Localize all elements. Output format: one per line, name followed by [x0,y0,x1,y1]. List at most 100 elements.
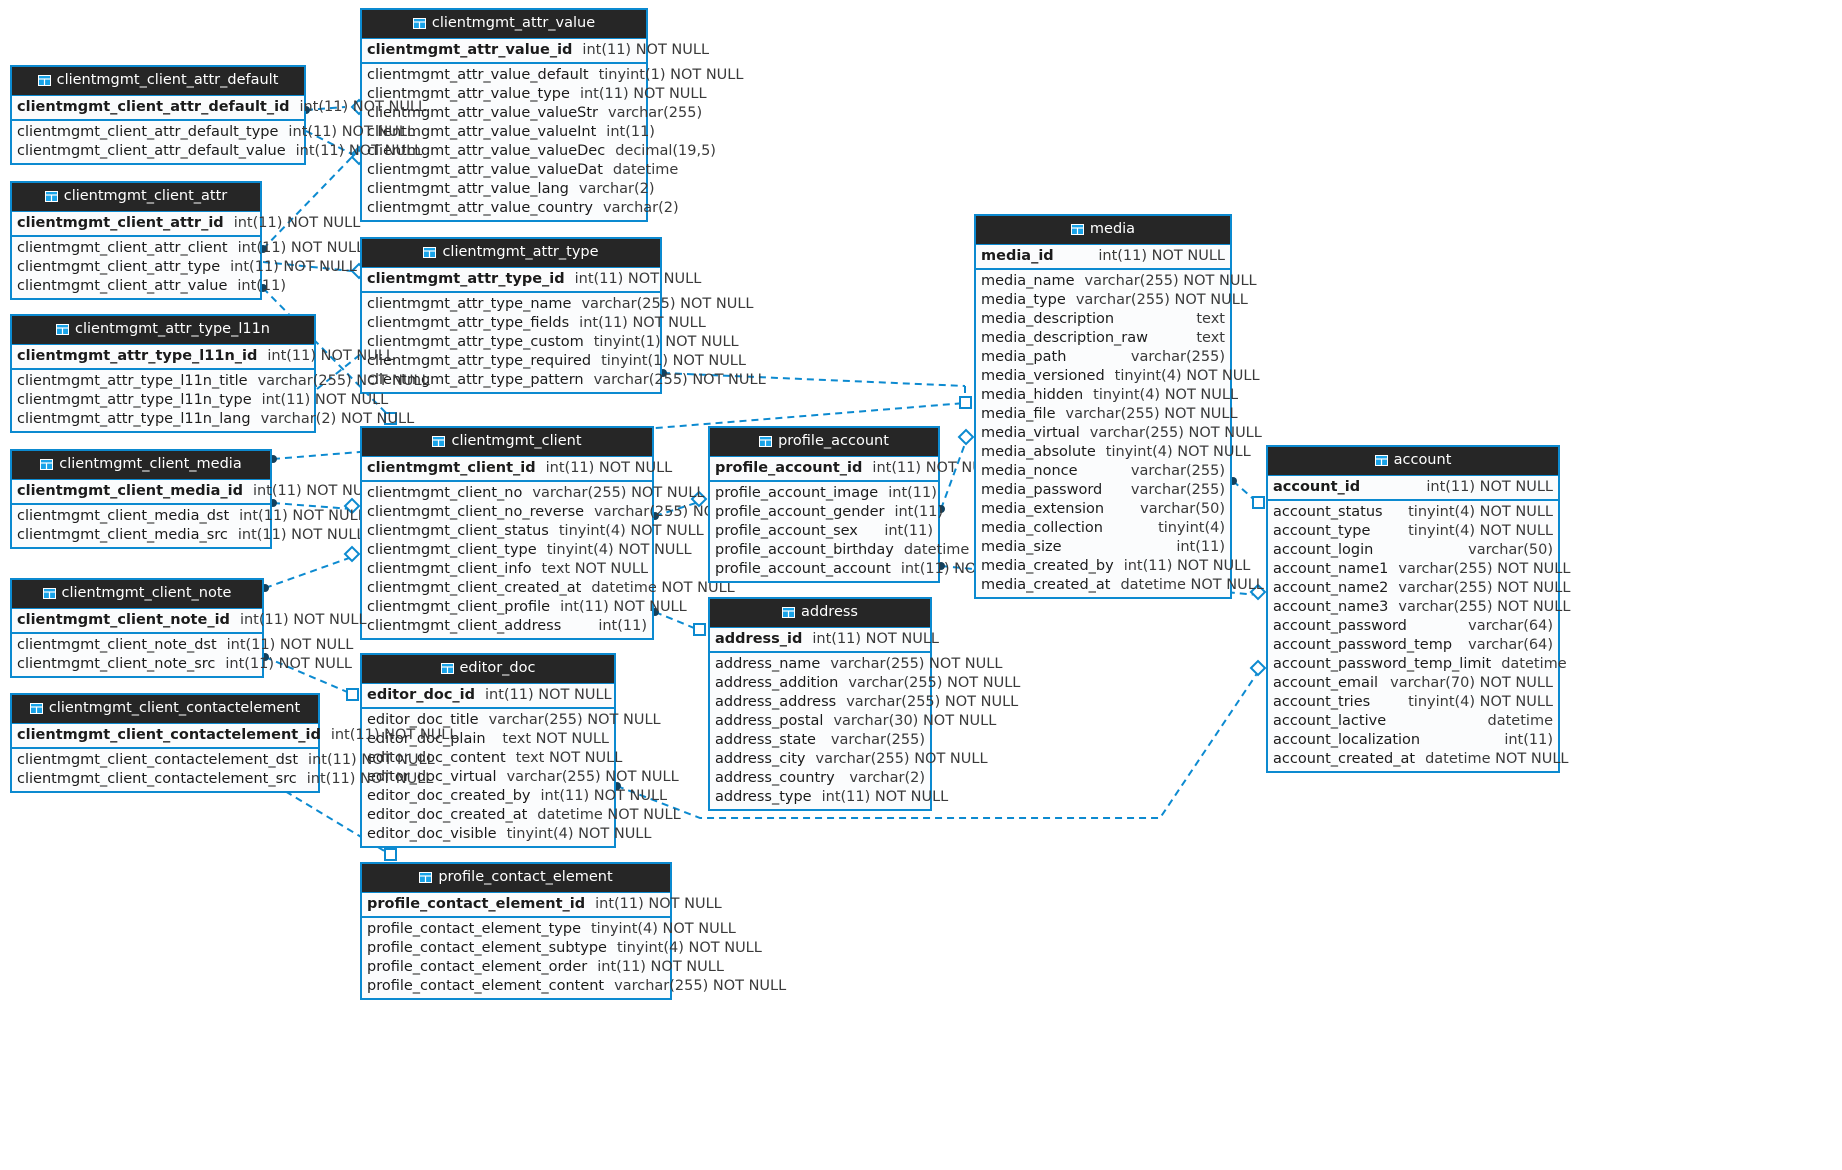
field-type: varchar(64) [1468,617,1553,634]
field-row: media_file varchar(255) NOT NULL [976,405,1238,424]
entity-table-clientmgmt_client_contactelement[interactable]: clientmgmt_client_contactelement clientm… [10,693,457,793]
field-row: media_virtual varchar(255) NOT NULL [976,424,1262,443]
field-name: editor_doc_content [367,749,506,766]
field-name: media_description_raw [981,329,1148,346]
entity-table-clientmgmt_attr_type_l11n[interactable]: clientmgmt_attr_type_l11n clientmgmt_att… [10,314,430,433]
field-type: tinyint(4) NOT NULL [1408,522,1553,539]
field-type: varchar(255) [1130,462,1225,479]
entity-table-clientmgmt_attr_value[interactable]: clientmgmt_attr_value clientmgmt_attr_va… [360,8,743,222]
entity-table-profile_contact_element[interactable]: profile_contact_element profile_contact_… [360,862,786,1000]
field-row: account_name1 varchar(255) NOT NULL [1268,560,1570,579]
field-row: clientmgmt_attr_value_valueDec decimal(1… [362,142,716,161]
field-row: media_size int(11) [976,538,1230,557]
entity-table-clientmgmt_attr_type[interactable]: clientmgmt_attr_type clientmgmt_attr_typ… [360,237,766,394]
field-name: profile_contact_element_type [367,920,581,937]
field-type: text [1196,310,1225,327]
field-name: clientmgmt_client_address [367,617,562,634]
field-type: varchar(255) NOT NULL [1398,560,1571,577]
field-row: editor_doc_content text NOT NULL [362,749,622,768]
field-name: profile_account_gender [715,503,885,520]
entity-header: clientmgmt_client_attr [12,183,260,211]
pk-field-name: clientmgmt_client_media_id [17,482,243,499]
field-type: varchar(255) NOT NULL [506,768,679,785]
field-type: int(11) NOT NULL [597,958,724,975]
field-row: editor_doc_plain text NOT NULL [362,730,614,749]
field-row: account_password varchar(64) [1268,617,1558,636]
field-row: clientmgmt_attr_value_country varchar(2) [362,199,679,218]
entity-table-clientmgmt_client_attr[interactable]: clientmgmt_client_attr clientmgmt_client… [10,181,364,300]
field-row: profile_contact_element_type tinyint(4) … [362,920,736,939]
field-row: clientmgmt_attr_type_l11n_title varchar(… [12,372,430,391]
table-icon [419,871,433,883]
field-row: profile_contact_element_subtype tinyint(… [362,939,762,958]
field-type: int(11) NOT NULL [579,85,707,102]
field-name: account_name2 [1273,579,1389,596]
field-type: varchar(255) NOT NULL [1075,291,1248,308]
field-row: address_country varchar(2) [710,769,930,788]
field-type: tinyint(1) NOT NULL [598,66,744,83]
field-type: int(11) NOT NULL [288,123,416,140]
field-name: media_collection [981,519,1103,536]
pk-field-name: clientmgmt_client_attr_default_id [17,98,290,115]
field-name: clientmgmt_attr_type_custom [367,333,584,350]
field-row: account_type tinyint(4) NOT NULL [1268,522,1558,541]
entity-header: media [976,216,1230,244]
field-row: media_nonce varchar(255) [976,462,1230,481]
entity-table-media[interactable]: media media_id int(11) NOT NULL media_na… [974,214,1264,599]
field-row: clientmgmt_client_attr_default_value int… [12,142,422,161]
pk-field-name: clientmgmt_client_contactelement_id [17,726,321,743]
field-row: address_address varchar(255) NOT NULL [710,693,1018,712]
primary-key-row: clientmgmt_attr_value_id int(11) NOT NUL… [362,37,709,64]
field-name: clientmgmt_attr_type_required [367,352,592,369]
field-row: clientmgmt_attr_type_required tinyint(1)… [362,352,746,371]
field-type: int(11) [1504,731,1553,748]
entity-table-address[interactable]: address address_id int(11) NOT NULL addr… [708,597,1020,811]
table-icon [759,435,773,447]
field-type: text NOT NULL [541,560,649,577]
field-name: editor_doc_virtual [367,768,497,785]
field-type: int(11) NOT NULL [239,507,366,524]
field-type: varchar(255) NOT NULL [1084,272,1257,289]
field-name: media_path [981,348,1067,365]
field-row: profile_account_account int(11) NOT NULL [710,560,1027,579]
field-type: varchar(255) NOT NULL [815,750,988,767]
field-name: profile_account_birthday [715,541,894,558]
field-type: varchar(255) [1130,481,1225,498]
entity-table-profile_account[interactable]: profile_account profile_account_id int(1… [708,426,1027,583]
entity-table-clientmgmt_client_media[interactable]: clientmgmt_client_media clientmgmt_clien… [10,449,380,549]
field-name: profile_account_account [715,560,891,577]
field-name: address_country [715,769,835,786]
field-name: clientmgmt_attr_value_lang [367,180,569,197]
entity-table-editor_doc[interactable]: editor_doc editor_doc_id int(11) NOT NUL… [360,653,681,848]
pk-field-type: int(11) NOT NULL [1098,247,1225,264]
field-name: account_localization [1273,731,1421,748]
field-row: media_extension varchar(50) [976,500,1230,519]
entity-title: clientmgmt_client [451,433,582,449]
field-name: clientmgmt_attr_value_default [367,66,589,83]
pk-field-name: editor_doc_id [367,686,476,703]
field-type: int(11) NOT NULL [237,239,365,256]
field-row: clientmgmt_client_media_src int(11) NOT … [12,526,365,545]
field-type: int(11) NOT NULL [1123,557,1251,574]
field-row: clientmgmt_attr_value_default tinyint(1)… [362,66,743,85]
field-type: datetime NOT NULL [1425,750,1569,767]
field-row: media_created_by int(11) NOT NULL [976,557,1250,576]
field-row: account_name3 varchar(255) NOT NULL [1268,598,1570,617]
field-type: varchar(255) NOT NULL [848,674,1021,691]
entity-table-clientmgmt_client_note[interactable]: clientmgmt_client_note clientmgmt_client… [10,578,367,678]
field-name: clientmgmt_client_profile [367,598,551,615]
entity-table-clientmgmt_client[interactable]: clientmgmt_client clientmgmt_client_id i… [360,426,766,640]
field-row: editor_doc_created_by int(11) NOT NULL [362,787,667,806]
entity-header: address [710,599,930,627]
field-type: datetime [903,541,970,558]
field-row: profile_account_gender int(11) [710,503,943,522]
primary-key-row: clientmgmt_client_id int(11) NOT NULL [362,455,672,482]
field-row: clientmgmt_client_status tinyint(4) NOT … [362,522,704,541]
table-icon [423,246,437,258]
entity-table-account[interactable]: account account_id int(11) NOT NULL acco… [1266,445,1570,773]
field-name: media_created_at [981,576,1111,593]
pk-field-type: int(11) NOT NULL [1426,478,1553,495]
entity-table-clientmgmt_client_attr_default[interactable]: clientmgmt_client_attr_default clientmgm… [10,65,426,165]
pk-field-type: int(11) NOT NULL [252,482,380,499]
field-type: int(11) NOT NULL [308,751,435,768]
